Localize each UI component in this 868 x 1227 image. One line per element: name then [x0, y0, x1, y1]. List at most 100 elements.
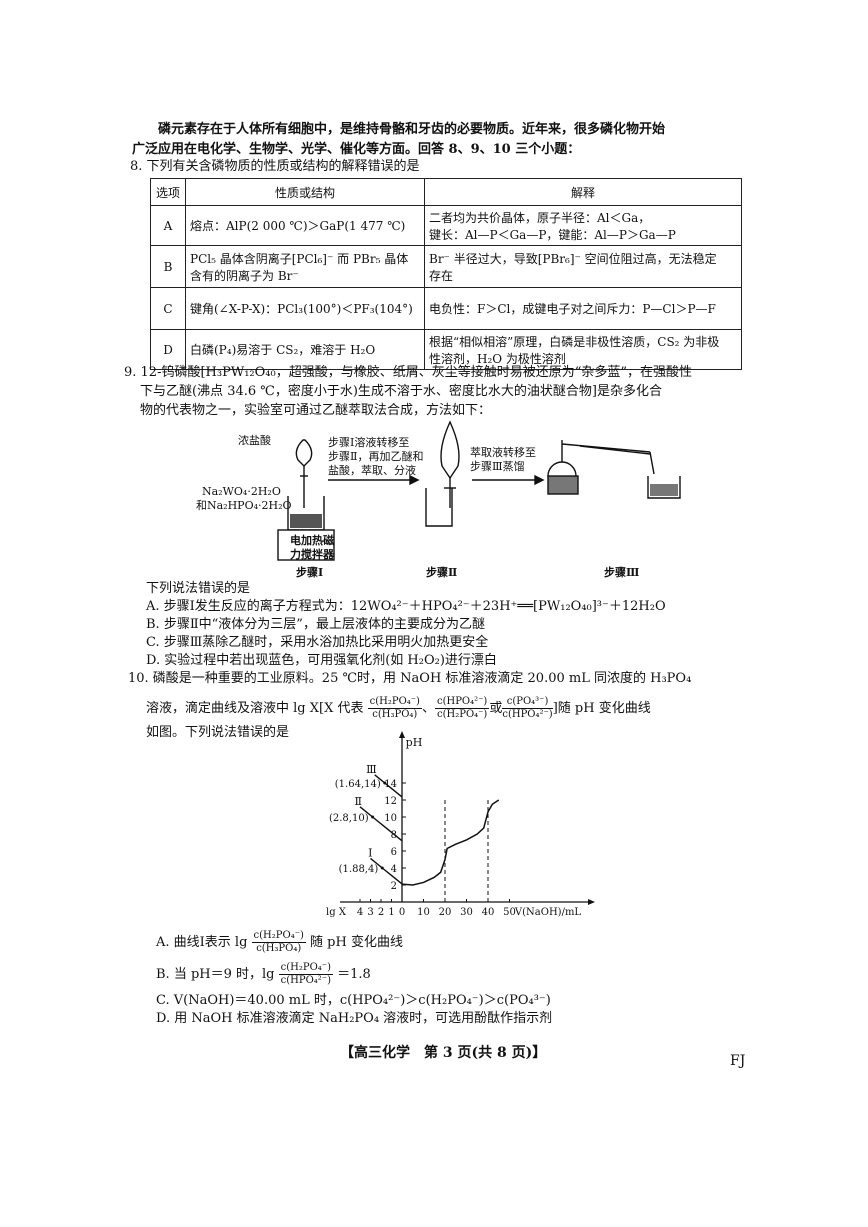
- option-cell: A: [150, 205, 186, 246]
- q10-option-c: C. V(NaOH)＝40.00 mL 时，c(HPO₄²⁻)＞c(H₂PO₄⁻…: [156, 993, 551, 1008]
- stirrer-label-1: 电加热磁: [290, 534, 334, 547]
- page-footer: 【高三化学 第 3 页(共 8 页)】: [340, 1045, 547, 1061]
- q9-option-b: B. 步骤Ⅱ中“液体分为三层”，最上层液体的主要成分为乙醚: [146, 617, 485, 632]
- x-tick-label: 40: [482, 907, 495, 918]
- x-axis-arrow: [588, 899, 595, 905]
- q10-line-2-tail: ]随 pH 变化曲线: [552, 701, 651, 716]
- series-label: Ⅱ: [355, 795, 362, 808]
- process-arrows: [328, 474, 545, 486]
- option-b-suffix: ＝1.8: [337, 967, 371, 982]
- fraction-b: c(H₂PO₄⁻)c(HPO₄²⁻): [278, 962, 333, 987]
- fraction-denominator: c(H₃PO₄): [372, 709, 418, 720]
- point-label: (1.88,4): [339, 864, 379, 875]
- y-tick-label: 2: [391, 881, 397, 892]
- intro-line-2: 广泛应用在电化学、生物学、光学、催化等方面。回答 8、9、10 三个小题：: [132, 142, 581, 157]
- fraction-denominator: c(H₂PO₄⁻): [436, 709, 488, 720]
- step3-label: 步骤Ⅲ: [604, 566, 640, 579]
- option-a-suffix: 随 pH 变化曲线: [310, 935, 403, 950]
- q10-line-2: 溶液，滴定曲线及溶液中 lg X[X 代表 c(H₂PO₄⁻)c(H₃PO₄)、…: [146, 696, 651, 721]
- q9-option-a: A. 步骤Ⅰ发生反应的离子方程式为：12WO₄²⁻＋HPO₄²⁻＋23H⁺══[…: [146, 599, 666, 614]
- fraction-1: c(H₂PO₄⁻)c(H₃PO₄): [367, 696, 422, 721]
- step1-label: 步骤Ⅰ: [296, 566, 324, 579]
- conc-hcl-label: 浓盐酸: [238, 434, 271, 447]
- option-b-prefix: B. 当 pH＝9 时，lg: [156, 967, 275, 982]
- table-header-explanation: 解释: [424, 178, 742, 206]
- q10-option-d: D. 用 NaOH 标准溶液滴定 NaH₂PO₄ 溶液时，可选用酚酞作指示剂: [156, 1011, 553, 1026]
- distillation-apparatus: [547, 440, 681, 499]
- reagent-label-2: 和Na₂HPO₄·2H₂O: [196, 499, 292, 512]
- x-axis-label: V(NaOH)/mL: [514, 907, 582, 918]
- option-a-prefix: A. 曲线Ⅰ表示 lg: [156, 935, 248, 950]
- lgx-tick-label: 1: [388, 907, 394, 918]
- fraction-numerator: c(H₂PO₄⁻): [278, 962, 333, 975]
- table-row: A 熔点：AlP(2 000 ℃)＞GaP(1 477 ℃) 二者均为共价晶体，…: [150, 205, 742, 246]
- titration-curve: [401, 799, 500, 886]
- arrow1-text-1: 步骤Ⅰ溶液转移至: [328, 436, 410, 449]
- footer-code: FJ: [730, 1053, 746, 1069]
- y-axis-label: pH: [406, 736, 423, 749]
- explanation-line: 二者均为共价晶体，原子半径：Al＜Ga，: [429, 210, 651, 225]
- y-tick-label: 4: [391, 864, 397, 875]
- explanation-cell: 电负性：F＞Cl，成键电子对之间斥力：P—Cl＞P—F: [424, 287, 742, 330]
- x-tick-label: 10: [417, 907, 430, 918]
- explanation-cell: Br⁻ 半径过大，导致[PBr₆]⁻ 空间位阻过高，无法稳定存在: [424, 245, 742, 288]
- lgx-line-1: [370, 857, 403, 885]
- property-cell: PCl₅ 晶体含阴离子[PCl₆]⁻ 而 PBr₅ 晶体含有的阴离子为 Br⁻: [185, 245, 425, 288]
- lgx-line-3: [374, 774, 403, 798]
- fraction-2: c(HPO₄²⁻)c(H₂PO₄⁻): [434, 696, 490, 721]
- property-cell: 键角(∠X-P-X)：PCl₃(100°)＜PF₃(104°): [185, 287, 425, 330]
- apparatus-diagram: [277, 420, 681, 561]
- q9-line-3: 物的代表物之一，实验室可通过乙醚萃取法合成，方法如下：: [140, 403, 492, 418]
- q8-table: 选项 性质或结构 解释 A 熔点：AlP(2 000 ℃)＞GaP(1 477 …: [150, 178, 742, 370]
- dropping-funnel: [295, 439, 313, 508]
- x-tick-label: 0: [399, 907, 405, 918]
- lgx-point: [383, 781, 387, 785]
- q9-option-c: C. 步骤Ⅲ蒸除乙醚时，采用水浴加热比采用明火加热更安全: [146, 635, 489, 650]
- option-cell: C: [150, 287, 186, 330]
- explanation-line: 性溶剂，H₂O 为极性溶剂: [429, 351, 566, 366]
- q9-option-d: D. 实验过程中若出现蓝色，可用强氧化剂(如 H₂O₂)进行漂白: [146, 653, 497, 668]
- reagent-label-1: Na₂WO₄·2H₂O: [202, 485, 281, 498]
- q10-option-a: A. 曲线Ⅰ表示 lg c(H₂PO₄⁻)c(H₃PO₄) 随 pH 变化曲线: [156, 930, 403, 955]
- x-tick-label: 20: [439, 907, 452, 918]
- q9-ask: 下列说法错误的是: [146, 581, 251, 596]
- arrow2-text-1: 萃取液转移至: [470, 446, 536, 459]
- q10-line-1: 10. 磷酸是一种重要的工业原料。25 ℃时，用 NaOH 标准溶液滴定 20.…: [128, 671, 692, 686]
- lgx-tick-label: 3: [367, 907, 373, 918]
- property-cell: 熔点：AlP(2 000 ℃)＞GaP(1 477 ℃): [185, 205, 425, 246]
- option-cell: B: [150, 245, 186, 288]
- fraction-denominator: c(HPO₄²⁻): [502, 709, 553, 720]
- y-tick-label: 6: [391, 847, 397, 858]
- q9-line-1: 9. 12-钨磷酸[H₃PW₁₂O₄₀，超强酸，与橡胶、纸屑、灰尘等接触时易被还…: [124, 365, 692, 380]
- lgx-point: [371, 815, 375, 819]
- y-tick-label: 8: [391, 830, 397, 841]
- arrow1-text-3: 盐酸，萃取、分液: [328, 464, 416, 477]
- lgx-tick-label: 2: [378, 907, 384, 918]
- arrow2-text-2: 步骤Ⅲ蒸馏: [470, 460, 525, 473]
- separatory-funnel: [425, 420, 460, 527]
- lgx-axis-label: lg X: [326, 907, 347, 918]
- q10-line-2-text: 溶液，滴定曲线及溶液中 lg X[X 代表: [146, 701, 364, 716]
- fraction-denominator: c(H₃PO₄): [256, 943, 302, 954]
- stirrer-label-2: 力搅拌器: [290, 548, 334, 561]
- option-cell: D: [150, 329, 186, 370]
- explanation-cell: 根据“相似相溶”原理，白磷是非极性溶质，CS₂ 为非极性溶剂，H₂O 为极性溶剂: [424, 329, 742, 370]
- beaker-step1: [277, 496, 335, 561]
- series-label: Ⅰ: [368, 846, 372, 859]
- explanation-line: 存在: [429, 268, 454, 283]
- y-tick-label: 12: [384, 796, 397, 807]
- arrow1-text-2: 步骤Ⅱ，再加乙醚和: [328, 450, 424, 463]
- q9-line-2: 下与乙醚(沸点 34.6 ℃，密度小于水)生成不溶于水、密度比水大的油状醚合物]…: [140, 384, 662, 399]
- point-label: (1.64,14): [335, 779, 381, 790]
- table-row: C 键角(∠X-P-X)：PCl₃(100°)＜PF₃(104°) 电负性：F＞…: [150, 287, 742, 330]
- y-tick-label: 10: [384, 813, 397, 824]
- q10-line-3: 如图。下列说法错误的是: [146, 725, 290, 740]
- fraction-numerator: c(H₂PO₄⁻): [367, 696, 422, 709]
- table-row: B PCl₅ 晶体含阴离子[PCl₆]⁻ 而 PBr₅ 晶体含有的阴离子为 Br…: [150, 245, 742, 288]
- point-label: (2.8,10): [329, 813, 369, 824]
- fraction-a: c(H₂PO₄⁻)c(H₃PO₄): [251, 930, 306, 955]
- fraction-denominator: c(HPO₄²⁻): [280, 975, 331, 986]
- table-header-property: 性质或结构: [185, 178, 425, 206]
- x-tick-label: 30: [460, 907, 473, 918]
- intro-line-1: 磷元素存在于人体所有细胞中，是维持骨骼和牙齿的必要物质。近年来，很多磷化物开始: [158, 122, 666, 137]
